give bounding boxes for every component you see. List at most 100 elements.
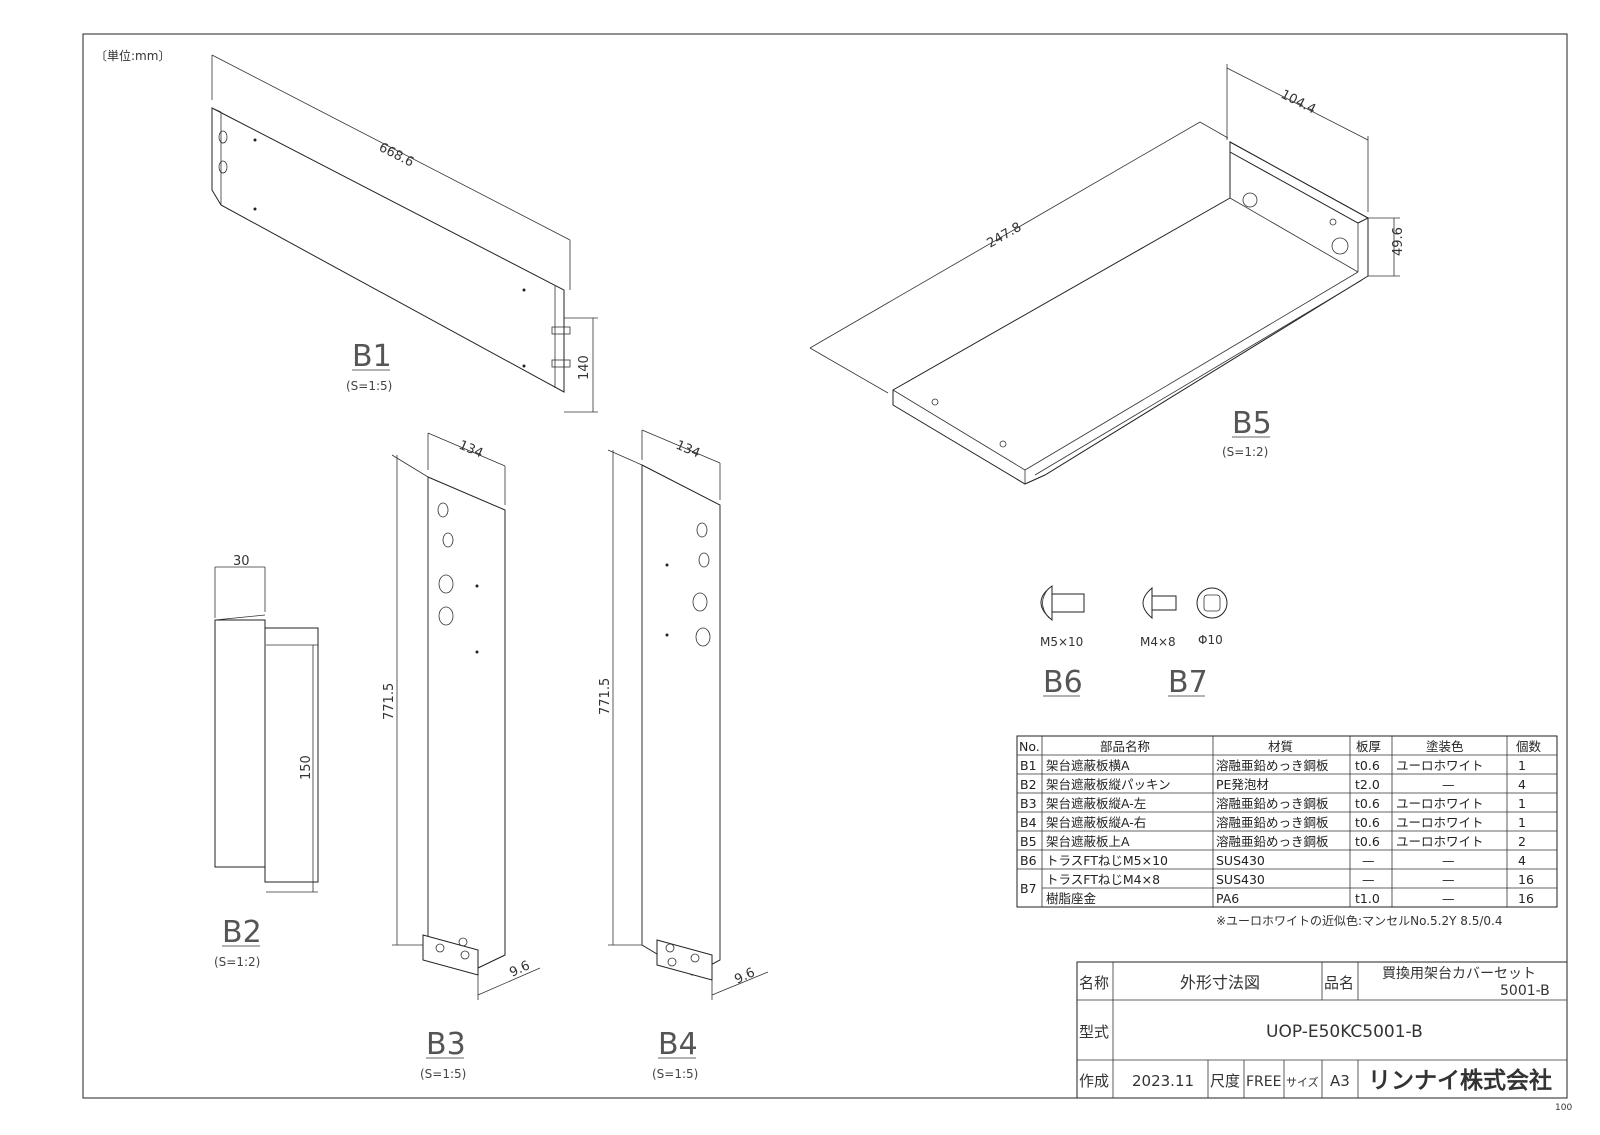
b5-dim-height: 49.6 bbox=[1391, 227, 1406, 256]
table-cell-color: — bbox=[1442, 891, 1455, 906]
part-b5: 104.4 247.8 49.6 B5 (S=1:2) bbox=[809, 64, 1406, 485]
table-cell-thickness: t0.6 bbox=[1355, 796, 1380, 811]
b2-dim-width: 30 bbox=[233, 554, 250, 569]
table-cell-thickness: t2.0 bbox=[1355, 777, 1380, 792]
b4-dim-depth: 9.6 bbox=[732, 965, 757, 987]
tb-product-value-1: 買換用架台カバーセット bbox=[1382, 966, 1536, 982]
table-cell-material: PA6 bbox=[1216, 891, 1239, 906]
b4-dim-height: 771.5 bbox=[598, 678, 613, 715]
b5-dim-depth: 104.4 bbox=[1278, 87, 1318, 117]
sheet-border bbox=[82, 33, 1568, 1099]
tb-model-label: 型式 bbox=[1079, 1023, 1109, 1041]
part-b6: M5×10 B6 bbox=[1040, 585, 1085, 700]
th-qty: 個数 bbox=[1516, 739, 1542, 754]
table-cell-thickness: — bbox=[1362, 853, 1375, 868]
tb-product-value-2: 5001-B bbox=[1500, 983, 1550, 999]
tb-company: リンナイ株式会社 bbox=[1368, 1067, 1552, 1094]
b5-label: B5 bbox=[1232, 406, 1272, 441]
tb-scale-value: FREE bbox=[1246, 1074, 1281, 1090]
table-cell-qty: 1 bbox=[1518, 758, 1526, 773]
b1-scale: (S=1:5) bbox=[346, 379, 392, 393]
table-cell-qty: 16 bbox=[1518, 872, 1534, 887]
table-cell-qty: 1 bbox=[1518, 796, 1526, 811]
table-cell-color: — bbox=[1442, 777, 1455, 792]
table-cell-material: 溶融亜鉛めっき鋼板 bbox=[1216, 758, 1329, 773]
table-cell-thickness: t0.6 bbox=[1355, 815, 1380, 830]
table-cell-name: 架台遮蔽板上A bbox=[1046, 834, 1130, 849]
table-cell-no: B6 bbox=[1020, 853, 1037, 868]
title-block: 名称 外形寸法図 品名 買換用架台カバーセット 5001-B 型式 UOP-E5… bbox=[1076, 961, 1568, 1099]
table-cell-qty: 4 bbox=[1518, 853, 1526, 868]
table-cell-color: ユーロホワイト bbox=[1396, 758, 1484, 773]
table-note: ※ユーロホワイトの近似色:マンセルNo.5.2Y 8.5/0.4 bbox=[1216, 914, 1502, 928]
table-cell-material: PE発泡材 bbox=[1216, 777, 1269, 792]
table-cell-color: ユーロホワイト bbox=[1396, 796, 1484, 811]
b1-dim-length: 668.6 bbox=[376, 140, 416, 170]
table-cell-no: B2 bbox=[1020, 777, 1037, 792]
table-cell-thickness: t1.0 bbox=[1355, 891, 1380, 906]
b1-dim-height: 140 bbox=[577, 355, 592, 380]
tb-name-value: 外形寸法図 bbox=[1180, 973, 1260, 992]
corner-mark: 100 bbox=[1555, 1103, 1572, 1113]
b5-dim-length: 247.8 bbox=[985, 220, 1025, 252]
part-b3: 134 771.5 9.6 B3 (S=1:5) bbox=[382, 432, 541, 1081]
table-cell-material: 溶融亜鉛めっき鋼板 bbox=[1216, 815, 1329, 830]
table-cell-thickness: t0.6 bbox=[1355, 834, 1380, 849]
th-color: 塗装色 bbox=[1426, 739, 1464, 754]
table-cell-no: B3 bbox=[1020, 796, 1037, 811]
b1-label: B1 bbox=[352, 339, 392, 374]
b2-scale: (S=1:2) bbox=[214, 955, 260, 969]
table-cell-name: 樹脂座金 bbox=[1046, 891, 1097, 906]
b7-washer-size: Φ10 bbox=[1198, 633, 1223, 647]
tb-size-value: A3 bbox=[1330, 1072, 1350, 1090]
table-cell-no: B5 bbox=[1020, 834, 1037, 849]
th-no: No. bbox=[1019, 739, 1040, 754]
table-cell-qty: 2 bbox=[1518, 834, 1526, 849]
th-thickness: 板厚 bbox=[1356, 739, 1381, 754]
b7-label: B7 bbox=[1168, 665, 1208, 700]
table-cell-material: 溶融亜鉛めっき鋼板 bbox=[1216, 796, 1329, 811]
tb-created-value: 2023.11 bbox=[1132, 1072, 1194, 1090]
th-name: 部品名称 bbox=[1100, 739, 1150, 754]
b3-label: B3 bbox=[426, 1027, 466, 1062]
b3-dim-width: 134 bbox=[456, 438, 485, 462]
tb-size-label: サイズ bbox=[1286, 1075, 1319, 1089]
table-cell-color: — bbox=[1442, 872, 1455, 887]
table-cell-material: SUS430 bbox=[1216, 853, 1265, 868]
b3-dim-depth: 9.6 bbox=[507, 958, 532, 980]
b6-screw-size: M5×10 bbox=[1040, 635, 1083, 649]
unit-note: 〔単位:mm〕 bbox=[95, 48, 170, 63]
tb-name-label: 名称 bbox=[1079, 974, 1109, 992]
b6-label: B6 bbox=[1043, 665, 1083, 700]
b4-label: B4 bbox=[658, 1027, 698, 1062]
table-cell-name: 架台遮蔽板横A bbox=[1046, 758, 1130, 773]
table-cell-color: — bbox=[1442, 853, 1455, 868]
table-cell-qty: 16 bbox=[1518, 891, 1534, 906]
b2-dim-height: 150 bbox=[299, 755, 314, 780]
b2-label: B2 bbox=[222, 915, 262, 950]
table-cell-material: 溶融亜鉛めっき鋼板 bbox=[1216, 834, 1329, 849]
table-cell-qty: 1 bbox=[1518, 815, 1526, 830]
table-cell-no: B1 bbox=[1020, 758, 1037, 773]
table-cell-name: 架台遮蔽板縦A-右 bbox=[1046, 815, 1146, 830]
table-cell-no: B7 bbox=[1020, 881, 1037, 896]
b4-scale: (S=1:5) bbox=[652, 1067, 698, 1081]
table-cell-thickness: t0.6 bbox=[1355, 758, 1380, 773]
b4-dim-width: 134 bbox=[673, 438, 702, 462]
b3-scale: (S=1:5) bbox=[420, 1067, 466, 1081]
table-cell-color: ユーロホワイト bbox=[1396, 815, 1484, 830]
part-b7: M4×8 Φ10 B7 bbox=[1140, 586, 1228, 700]
table-cell-thickness: — bbox=[1362, 872, 1375, 887]
table-cell-name: 架台遮蔽板縦A-左 bbox=[1046, 796, 1146, 811]
table-cell-color: ユーロホワイト bbox=[1396, 834, 1484, 849]
table-cell-name: トラスFTねじM4×8 bbox=[1046, 872, 1160, 887]
table-cell-name: トラスFTねじM5×10 bbox=[1046, 853, 1168, 868]
table-cell-no: B4 bbox=[1020, 815, 1037, 830]
part-b4: 134 771.5 9.6 B4 (S=1:5) bbox=[598, 429, 769, 1081]
part-b2: 30 150 B2 (S=1:2) bbox=[214, 554, 319, 969]
b3-dim-height: 771.5 bbox=[382, 683, 397, 720]
